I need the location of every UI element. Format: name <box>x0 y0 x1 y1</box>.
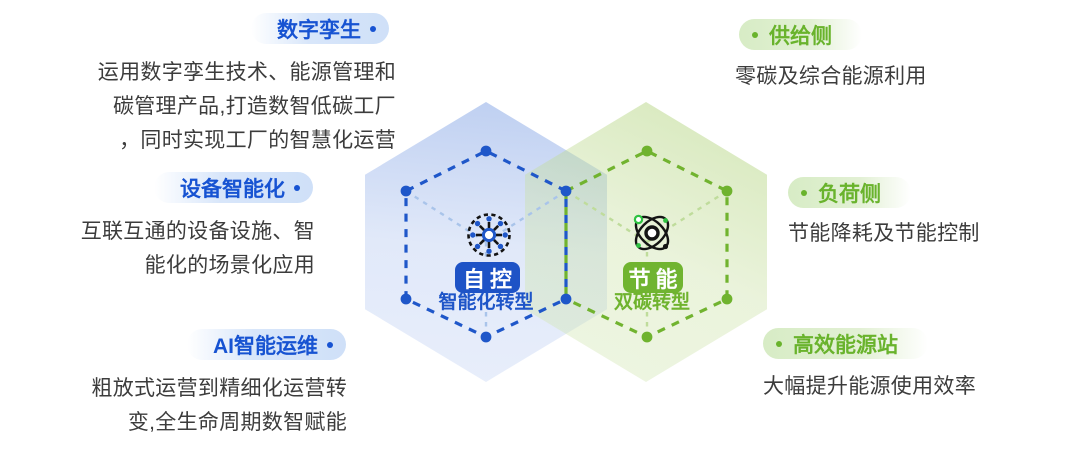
body-line: ，同时实现工厂的智慧化运营 <box>119 129 396 152</box>
body-line: 粗放式运营到精细化运营转 <box>91 377 347 400</box>
card-body: 互联互通的设备设施、智 能化的场景化应用 <box>81 215 315 283</box>
automation-control-icon <box>467 213 511 257</box>
body-line: 互联互通的设备设施、智 <box>80 220 315 243</box>
card-title: 设备智能化 <box>180 177 285 201</box>
card-body: 粗放式运营到精细化运营转 变,全生命周期数智赋能 <box>91 372 347 440</box>
body-line: 变,全生命周期数智赋能 <box>127 411 347 434</box>
card-title-pill: 设备智能化 <box>154 172 313 203</box>
card-body: 大幅提升能源使用效率 <box>763 372 976 402</box>
bullet-dot <box>776 340 782 347</box>
atom-energy-icon <box>633 214 670 251</box>
card-title: AI智能运维 <box>213 334 318 358</box>
card-title-pill: AI智能运维 <box>187 329 346 360</box>
card-title: 负荷侧 <box>818 182 881 206</box>
node-subtitle-intelligent-transformation: 智能化转型 <box>438 292 534 313</box>
body-line: 大幅提升能源使用效率 <box>763 375 976 398</box>
node-label-autocontrol: 自控 <box>455 262 520 293</box>
body-line: 运用数字孪生技术、能源管理和 <box>97 61 396 84</box>
blue-vertex-dots <box>400 145 572 343</box>
bullet-dot <box>294 184 300 191</box>
body-line: 零碳及综合能源利用 <box>735 65 927 88</box>
card-body: 节能降耗及节能控制 <box>788 219 980 249</box>
node-subtitle-dual-carbon-transformation: 双碳转型 <box>613 292 690 313</box>
card-title-pill: 供给侧 <box>739 19 862 50</box>
body-line: 碳管理产品,打造数智低碳工厂 <box>112 95 396 118</box>
body-line: 能化的场景化应用 <box>144 254 315 277</box>
card-title: 高效能源站 <box>793 333 898 357</box>
card-body: 运用数字孪生技术、能源管理和 碳管理产品,打造数智低碳工厂 ，同时实现工厂的智慧… <box>98 56 396 158</box>
bullet-dot <box>752 31 758 38</box>
card-device-intelligence: 设备智能化 互联互通的设备设施、智 能化的场景化应用 <box>81 172 315 283</box>
blue-dashed-hexagon <box>404 149 567 339</box>
bullet-dot <box>370 25 376 32</box>
card-efficient-energy-station: 高效能源站 大幅提升能源使用效率 <box>763 328 976 402</box>
card-title-pill: 数字孪生 <box>251 13 389 44</box>
card-title: 供给侧 <box>769 24 832 48</box>
body-line: 节能降耗及节能控制 <box>788 222 980 245</box>
card-title-pill: 高效能源站 <box>763 328 928 359</box>
node-label-energy-saving: 节能 <box>623 262 683 293</box>
card-title: 数字孪生 <box>277 18 361 42</box>
green-vertex-dots <box>641 145 733 343</box>
card-title-pill: 负荷侧 <box>788 177 911 208</box>
card-load-side: 负荷侧 节能降耗及节能控制 <box>788 177 980 249</box>
card-body: 零碳及综合能源利用 <box>735 62 927 92</box>
card-digital-twin: 数字孪生 运用数字孪生技术、能源管理和 碳管理产品,打造数智低碳工厂 ，同时实现… <box>98 13 396 158</box>
card-supply-side: 供给侧 零碳及综合能源利用 <box>735 19 927 92</box>
bullet-dot <box>327 341 333 348</box>
bullet-dot <box>801 189 807 196</box>
green-dashed-hexagon <box>565 149 729 339</box>
card-ai-operations: AI智能运维 粗放式运营到精细化运营转 变,全生命周期数智赋能 <box>91 329 347 440</box>
